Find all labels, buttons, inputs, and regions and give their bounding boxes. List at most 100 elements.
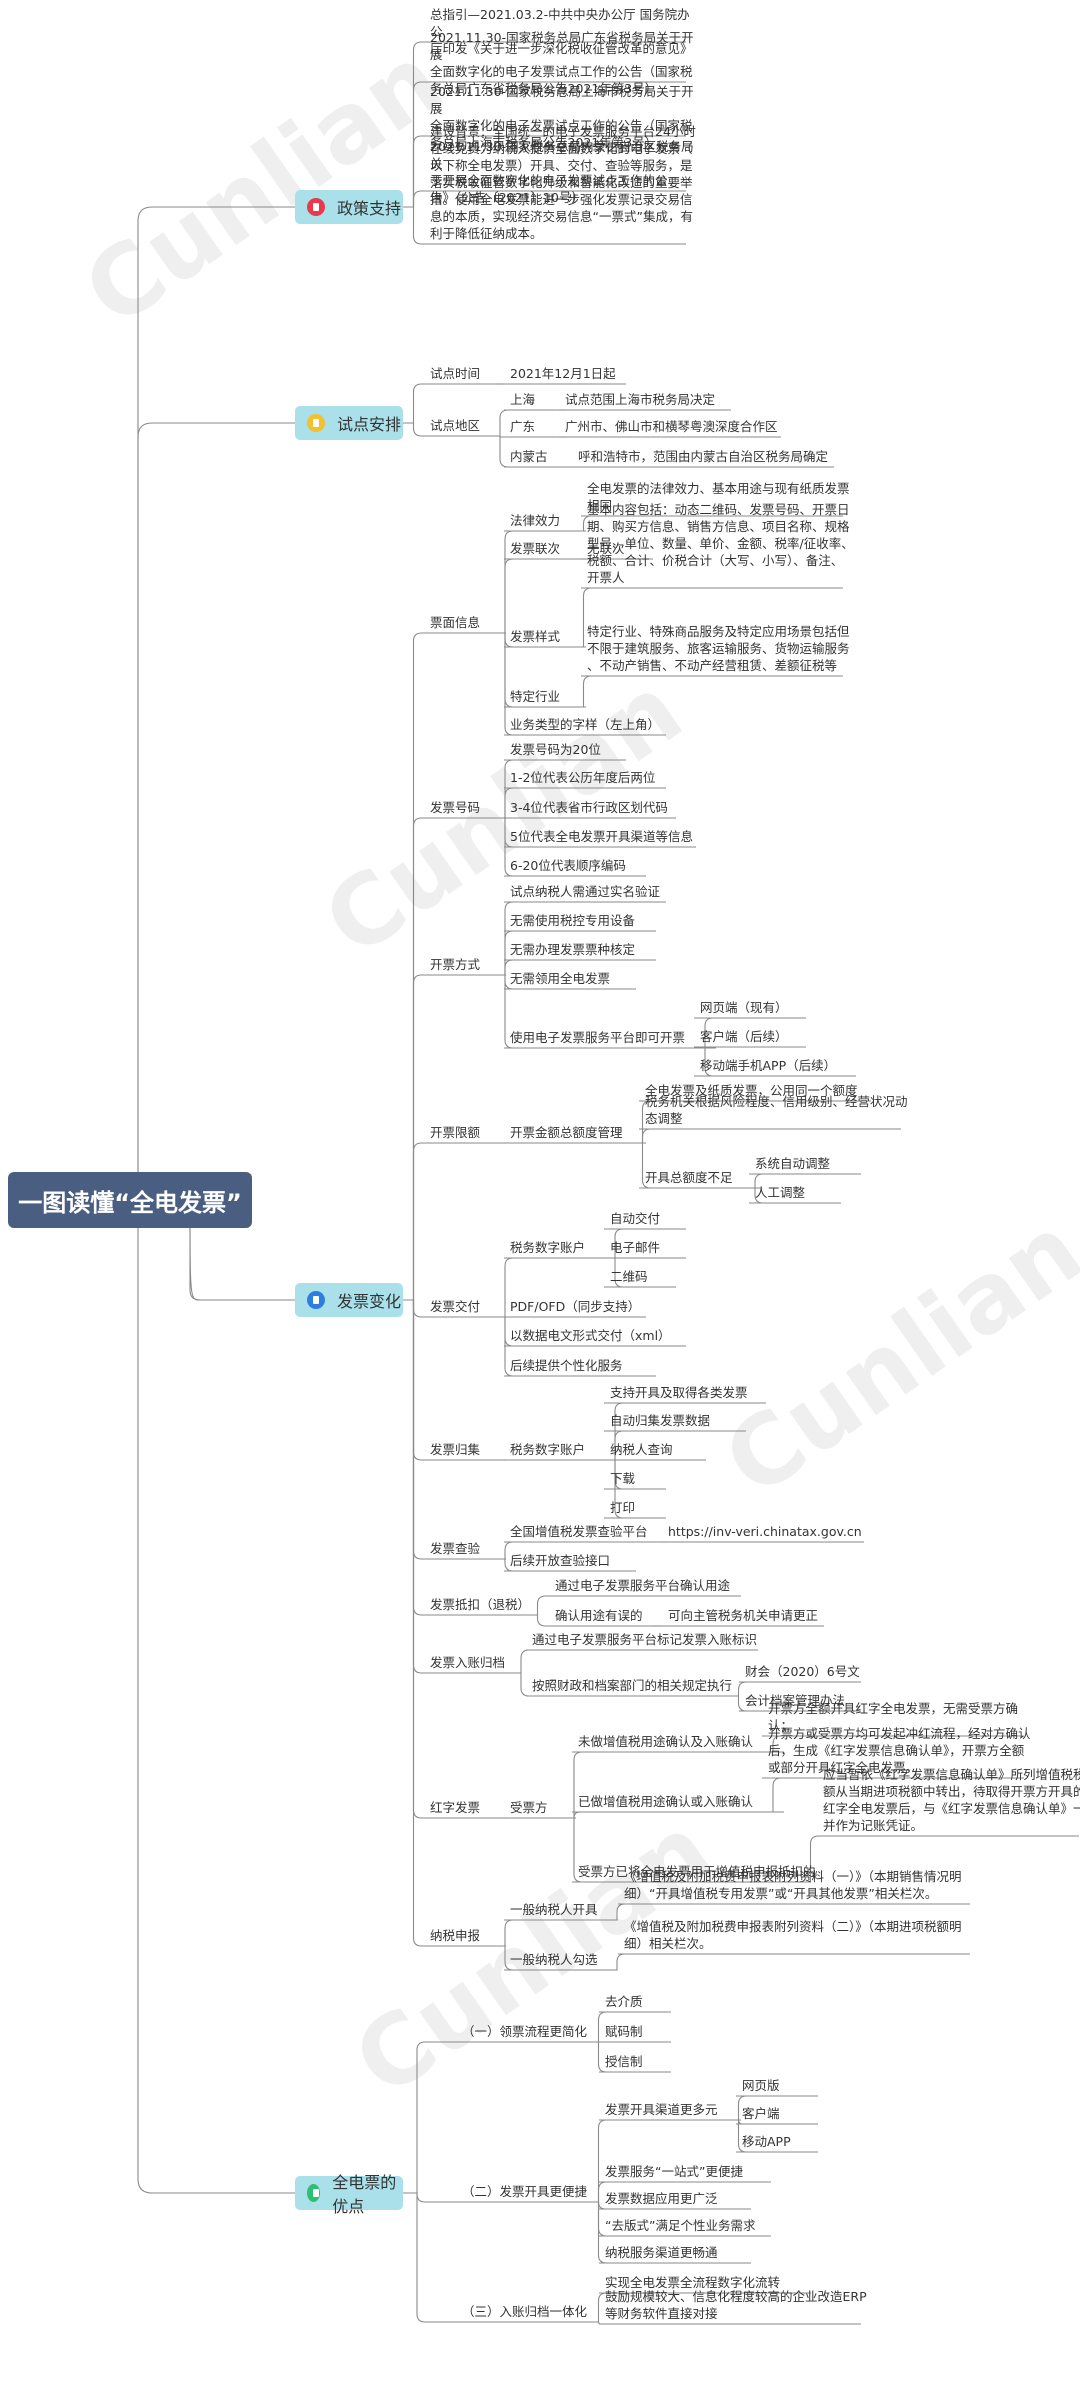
node-a1[interactable]: （一）领票流程更简化 <box>462 2023 612 2040</box>
node-c-ind-d[interactable]: 特定行业、特殊商品服务及特定应用场景包括但不限于建筑服务、旅客运输服务、货物运输… <box>587 623 857 674</box>
node-s-area[interactable]: 试点地区 <box>430 417 510 434</box>
branch-4[interactable]: 全电票的优点 <box>295 2173 403 2216</box>
node-s-gd[interactable]: 广东 <box>510 418 580 435</box>
node-c-ind[interactable]: 特定行业 <box>510 688 600 705</box>
node-c-d1[interactable]: 自动交付 <box>610 1210 700 1227</box>
node-a2e[interactable]: 纳税服务渠道更畅通 <box>605 2244 765 2261</box>
node-c-collect[interactable]: 发票归集 <box>430 1441 520 1458</box>
node-c-o1[interactable]: 试点纳税人需通过实名验证 <box>510 883 680 900</box>
node-s-nm[interactable]: 内蒙古 <box>510 448 585 465</box>
node-c-de2-d[interactable]: 可向主管税务机关申请更正 <box>668 1607 838 1624</box>
node-c-l2[interactable]: 税务机关根据风险程度、信用级别、经营状况动态调整 <box>645 1093 915 1127</box>
node-c-d5[interactable]: 以数据电文形式交付（xml） <box>510 1327 700 1344</box>
node-c-d2[interactable]: 电子邮件 <box>610 1239 700 1256</box>
node-c-o5b[interactable]: 客户端（后续） <box>700 1028 820 1045</box>
node-c-buyer[interactable]: 受票方 <box>510 1799 590 1816</box>
node-c-d6[interactable]: 后续提供个性化服务 <box>510 1357 670 1374</box>
root-node[interactable]: 一图读懂“全电发票” <box>8 1172 252 1228</box>
node-c-total[interactable]: 开票金额总额度管理 <box>510 1124 660 1141</box>
node-c-g1[interactable]: 支持开具及取得各类发票 <box>610 1384 780 1401</box>
branch-2[interactable]: 试点安排 <box>295 406 403 440</box>
node-a2a[interactable]: 发票开具渠道更多元 <box>605 2101 755 2118</box>
node-c-g3[interactable]: 纳税人查询 <box>610 1441 720 1458</box>
node-c-t1-d[interactable]: 《增值税及附加税费申报表附列资料（一）》（本期销售情况明细）“开具增值税专用发票… <box>624 1868 984 1902</box>
node-c-o3[interactable]: 无需办理发票票种核定 <box>510 941 670 958</box>
node-c-num3[interactable]: 3-4位代表省市行政区划代码 <box>510 799 690 816</box>
node-c-num[interactable]: 发票号码 <box>430 799 520 816</box>
node-c-o5c[interactable]: 移动端手机APP（后续） <box>700 1057 870 1074</box>
node-c-red[interactable]: 红字发票 <box>430 1799 520 1816</box>
node-c-archive[interactable]: 发票入账归档 <box>430 1654 530 1671</box>
branch-1[interactable]: 政策支持 <box>295 190 403 224</box>
node-c-ch1-url[interactable]: https://inv-veri.chinatax.gov.cn <box>668 1523 878 1540</box>
node-s-date[interactable]: 2021年12月1日起 <box>510 365 640 382</box>
node-c-open[interactable]: 开票方式 <box>430 956 520 973</box>
node-c-de2[interactable]: 确认用途有误的 <box>555 1607 665 1624</box>
node-c-acct[interactable]: 税务数字账户 <box>510 1239 640 1256</box>
node-c-r2-d[interactable]: 开票方或受票方均可发起冲红流程，经对方确认后，生成《红字发票信息确认单》，开票方… <box>768 1725 1038 1776</box>
node-a1a[interactable]: 去介质 <box>605 1993 685 2010</box>
node-a2d[interactable]: “去版式”满足个性业务需求 <box>605 2217 785 2234</box>
node-c-r1[interactable]: 未做增值税用途确认及入账确认 <box>578 1733 798 1750</box>
node-c-limit[interactable]: 开票限额 <box>430 1124 520 1141</box>
node-c-t2[interactable]: 一般纳税人勾选 <box>510 1951 630 1968</box>
node-s-nm-d[interactable]: 呼和浩特市，范围由内蒙古自治区税务局确定 <box>578 448 848 465</box>
node-c-num4[interactable]: 5位代表全电发票开具渠道等信息 <box>510 828 710 845</box>
node-c-law-d[interactable]: 全电发票的法律效力、基本用途与现有纸质发票相同 <box>587 480 857 514</box>
node-p4[interactable]: 2021.11.30-国家税务总局内蒙古自治区税务局关于开展全面数字化的电子发票… <box>430 138 700 206</box>
node-c-o5[interactable]: 使用电子发票服务平台即可开票 <box>510 1029 730 1046</box>
node-c-a2a[interactable]: 财会（2020）6号文 <box>745 1663 875 1680</box>
node-a1c[interactable]: 授信制 <box>605 2053 685 2070</box>
node-c-deduct[interactable]: 发票抵扣（退税） <box>430 1596 540 1613</box>
node-c-info[interactable]: 票面信息 <box>430 614 520 631</box>
node-s-sh-d[interactable]: 试点范围上海市税务局决定 <box>565 391 745 408</box>
node-a3[interactable]: （三）入账归档一体化 <box>462 2303 612 2320</box>
node-c-g2[interactable]: 自动归集发票数据 <box>610 1412 760 1429</box>
node-a3a[interactable]: 实现全电发票全流程数字化流转 <box>605 2274 825 2291</box>
node-c-a2b[interactable]: 会计档案管理办法 <box>745 1692 875 1709</box>
node-a2b[interactable]: 发票服务“一站式”更便捷 <box>605 2163 785 2180</box>
node-p2[interactable]: 2021.11.30-国家税务总局广东省税务局关于开展全面数字化的电子发票试点工… <box>430 29 700 97</box>
node-c-law[interactable]: 法律效力 <box>510 512 600 529</box>
branch-3[interactable]: 发票变化 <box>295 1283 403 1317</box>
node-c-num5[interactable]: 6-20位代表顺序编码 <box>510 857 660 874</box>
node-c-style[interactable]: 发票样式 <box>510 628 600 645</box>
node-c-o4[interactable]: 无需领用全电发票 <box>510 970 650 987</box>
node-c-a1[interactable]: 通过电子发票服务平台标记发票入账标识 <box>532 1631 772 1648</box>
node-c-deliver[interactable]: 发票交付 <box>430 1298 520 1315</box>
node-c-num1[interactable]: 发票号码为20位 <box>510 741 640 758</box>
node-c-a2[interactable]: 按照财政和档案部门的相关规定执行 <box>532 1677 752 1694</box>
node-c-check[interactable]: 发票查验 <box>430 1540 520 1557</box>
node-c-o5a[interactable]: 网页端（现有） <box>700 999 820 1016</box>
node-c-g5[interactable]: 打印 <box>610 1499 680 1516</box>
node-c-r2[interactable]: 已做增值税用途确认或入账确认 <box>578 1793 798 1810</box>
node-c-lian-d[interactable]: 无联次 <box>587 540 667 557</box>
node-a2[interactable]: （二）发票开具更便捷 <box>462 2183 612 2200</box>
node-c-r3-d[interactable]: 应当暂依《红字发票信息确认单》所列增值税税额从当期进项税额中转出，待取得开票方开… <box>823 1766 1080 1834</box>
node-c-d3[interactable]: 二维码 <box>610 1268 690 1285</box>
node-c-acct2[interactable]: 税务数字账户 <box>510 1441 640 1458</box>
node-c-type[interactable]: 业务类型的字样（左上角） <box>510 716 680 733</box>
node-c-l3[interactable]: 开具总额度不足 <box>645 1169 775 1186</box>
node-c-t2-d[interactable]: 《增值税及附加税费申报表附列资料（二）》（本期进项税额明细）相关栏次。 <box>624 1918 984 1952</box>
node-p3[interactable]: 2021.11.30-国家税务总局上海市税务局关于开展全面数字化的电子发票试点工… <box>430 83 700 151</box>
node-p1[interactable]: 总指引—2021.03.2-中共中央办公厅 国务院办公厅印发《关于进一步深化税收… <box>430 6 700 57</box>
node-p5[interactable]: 建设背景：全国统一的电子发票服务平台24小时在线免费为纳税人提供全面数字化的电子… <box>430 123 700 242</box>
node-c-g4[interactable]: 下载 <box>610 1470 680 1487</box>
node-s-sh[interactable]: 上海 <box>510 391 580 408</box>
node-c-tax[interactable]: 纳税申报 <box>430 1927 520 1944</box>
node-c-de1[interactable]: 通过电子发票服务平台确认用途 <box>555 1577 755 1594</box>
node-s-gd-d[interactable]: 广州市、佛山市和横琴粤澳深度合作区 <box>565 418 795 435</box>
node-c-l3b[interactable]: 人工调整 <box>755 1184 855 1201</box>
node-a2c[interactable]: 发票数据应用更广泛 <box>605 2190 765 2207</box>
node-c-ch2[interactable]: 后续开放查验接口 <box>510 1552 650 1569</box>
node-c-o2[interactable]: 无需使用税控专用设备 <box>510 912 670 929</box>
node-c-style-d[interactable]: 基本内容包括：动态二维码、发票号码、开票日期、购买方信息、销售方信息、项目名称、… <box>587 501 857 586</box>
node-c-num2[interactable]: 1-2位代表公历年度后两位 <box>510 769 680 786</box>
node-c-t1[interactable]: 一般纳税人开具 <box>510 1901 630 1918</box>
node-a2a3[interactable]: 移动APP <box>742 2133 832 2150</box>
node-c-ch1[interactable]: 全国增值税发票查验平台 <box>510 1523 680 1540</box>
node-c-r1-d[interactable]: 开票方全额开具红字全电发票，无需受票方确认； <box>768 1700 1038 1734</box>
node-c-r3[interactable]: 受票方已将全电发票用于增值税申报抵扣的 <box>578 1863 818 1880</box>
